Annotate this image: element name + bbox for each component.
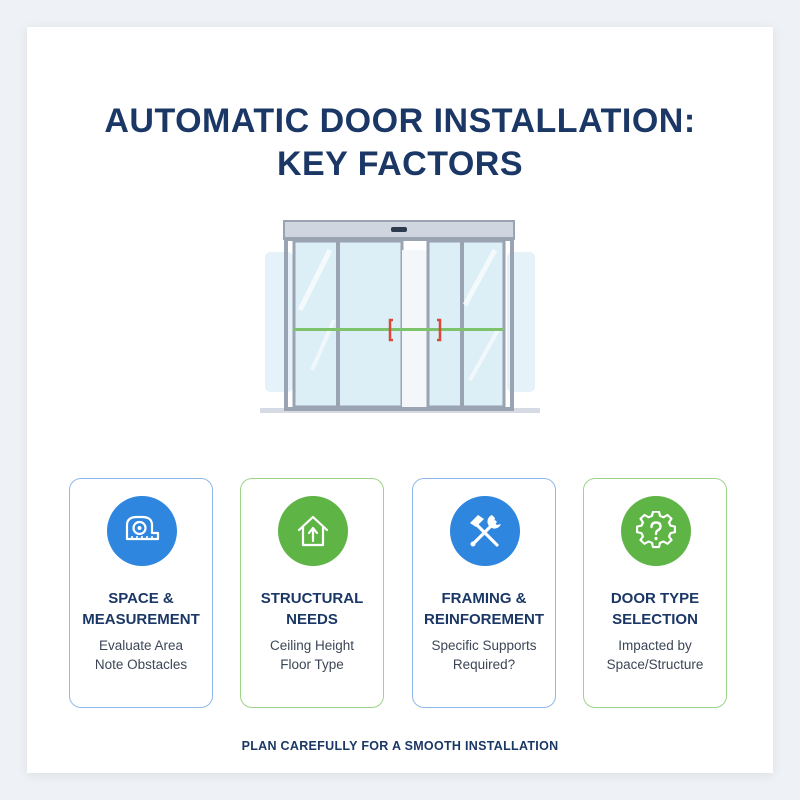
hammer-wrench-icon <box>470 515 501 547</box>
page-title-line-1: AUTOMATIC DOOR INSTALLATION: <box>104 102 696 140</box>
card-title: DOOR TYPE SELECTION <box>584 588 726 630</box>
card-title: FRAMING & REINFOREMENT <box>413 588 555 630</box>
house-arrow-up-icon <box>297 515 329 547</box>
card-title-line-2: NEEDS <box>286 611 338 628</box>
card-desc-line-2: Required? <box>452 657 516 672</box>
factor-card-door-type: DOOR TYPE SELECTION Impacted by Space/St… <box>583 478 727 708</box>
card-title: SPACE & MEASUREMENT <box>70 588 212 630</box>
tape-measure-icon <box>125 515 160 541</box>
card-title-line-2: REINFOREMENT <box>424 611 544 628</box>
card-desc-line-2: Space/Structure <box>606 657 704 672</box>
card-description: Ceiling Height Floor Type <box>241 636 383 674</box>
card-description: Impacted by Space/Structure <box>584 636 726 674</box>
card-icon-circle <box>450 496 520 566</box>
card-description: Specific Supports Required? <box>413 636 555 674</box>
card-title-line-1: SPACE & <box>108 590 174 607</box>
card-icon-circle <box>621 496 691 566</box>
sliding-glass-door-icon <box>260 220 540 413</box>
card-title-line-1: STRUCTURAL <box>260 590 364 607</box>
card-icon-circle <box>107 496 177 566</box>
card-desc-line-1: Ceiling Height <box>269 638 355 653</box>
infographic-page: AUTOMATIC DOOR INSTALLATION: KEY FACTORS <box>27 27 773 773</box>
card-icon-circle <box>278 496 348 566</box>
factor-card-framing: FRAMING & REINFOREMENT Specific Supports… <box>412 478 556 708</box>
card-desc-line-1: Impacted by <box>618 638 692 653</box>
page-title-line-2: KEY FACTORS <box>276 145 524 183</box>
card-title-line-2: SELECTION <box>612 611 698 628</box>
card-title-line-1: DOOR TYPE <box>610 590 700 607</box>
page-title: AUTOMATIC DOOR INSTALLATION: KEY FACTORS <box>27 100 773 186</box>
card-title: STRUCTURAL NEEDS <box>241 588 383 630</box>
card-desc-line-2: Note Obstacles <box>94 657 188 672</box>
card-desc-line-2: Floor Type <box>280 657 344 672</box>
card-title-line-2: MEASUREMENT <box>82 611 200 628</box>
card-description: Evaluate Area Note Obstacles <box>70 636 212 674</box>
card-desc-line-1: Specific Supports <box>431 638 537 653</box>
card-desc-line-1: Evaluate Area <box>98 638 184 653</box>
card-title-line-1: FRAMING & <box>441 590 527 607</box>
factor-card-structural: STRUCTURAL NEEDS Ceiling Height Floor Ty… <box>240 478 384 708</box>
footer-tagline: PLAN CAREFULLY FOR A SMOOTH INSTALLATION <box>241 739 559 753</box>
factor-card-space: SPACE & MEASUREMENT Evaluate Area Note O… <box>69 478 213 708</box>
gear-question-icon <box>636 511 676 549</box>
